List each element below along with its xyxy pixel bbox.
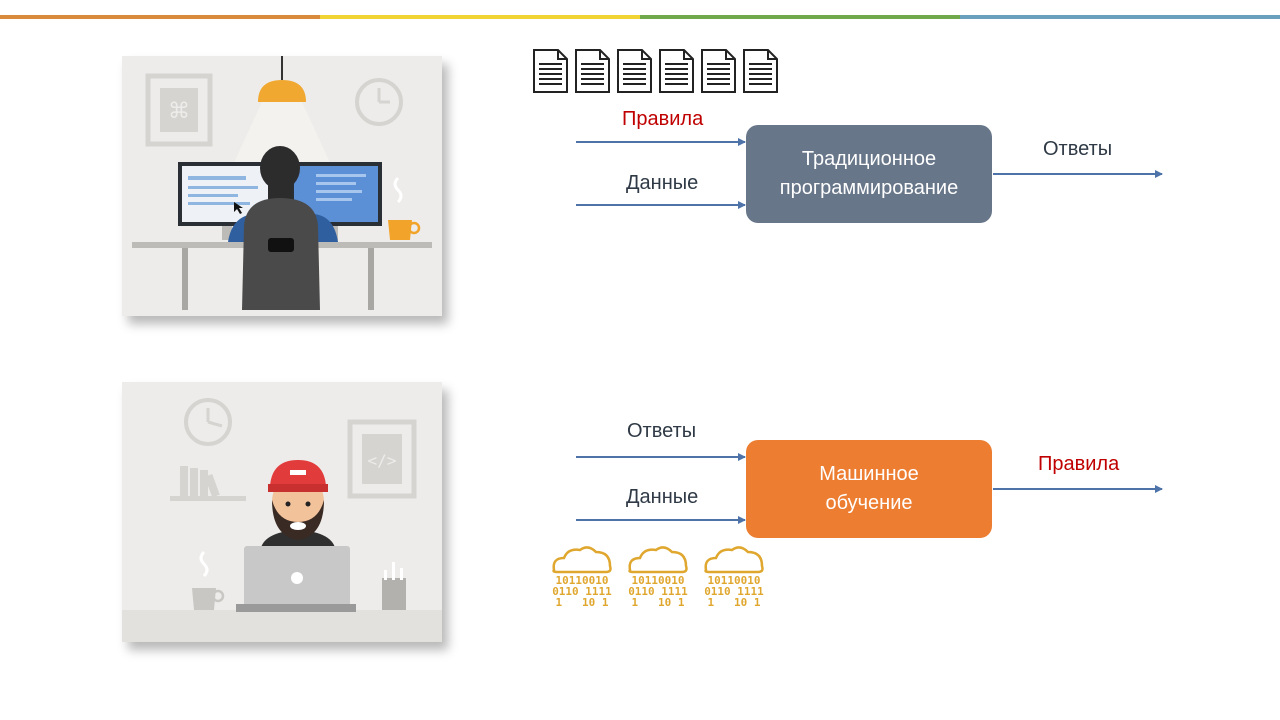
traditional-programming-box: Традиционное программирование bbox=[746, 125, 992, 223]
svg-text:1 10 1: 1 10 1 bbox=[708, 596, 761, 609]
label-data-input: Данные bbox=[626, 172, 699, 194]
document-icon bbox=[532, 48, 569, 94]
document-icon bbox=[700, 48, 737, 94]
ml-box-line2: обучение bbox=[825, 492, 913, 514]
document-icon bbox=[616, 48, 653, 94]
top-bar-segment bbox=[960, 15, 1280, 19]
developer-with-laptop-illustration: </> bbox=[122, 382, 442, 642]
document-icon bbox=[742, 48, 779, 94]
document-icon bbox=[658, 48, 695, 94]
document-icon bbox=[574, 48, 611, 94]
svg-text:1 10 1: 1 10 1 bbox=[632, 596, 685, 609]
svg-text:</>: </> bbox=[368, 451, 397, 470]
svg-text:⌘: ⌘ bbox=[168, 99, 190, 124]
label-answers-output: Ответы bbox=[1043, 138, 1113, 160]
top-bar-segment bbox=[320, 15, 640, 19]
label-ml-data-input: Данные bbox=[626, 486, 699, 508]
label-answers-input: Ответы bbox=[627, 420, 697, 442]
label-rules-output: Правила bbox=[1038, 453, 1120, 475]
developer-at-desktop-illustration: ⌘ bbox=[122, 56, 442, 316]
svg-text:10110010: 10110010 bbox=[632, 574, 685, 587]
top-color-bar bbox=[0, 15, 1280, 19]
svg-text:0110 1111: 0110 1111 bbox=[628, 585, 688, 598]
traditional-box-line1: Традиционное bbox=[801, 148, 937, 170]
svg-text:10110010: 10110010 bbox=[708, 574, 761, 587]
svg-text:0110 1111: 0110 1111 bbox=[552, 585, 612, 598]
top-bar-segment bbox=[640, 15, 960, 19]
label-rules-input: Правила bbox=[622, 108, 704, 130]
top-bar-segment bbox=[0, 15, 320, 19]
svg-text:0110 1111: 0110 1111 bbox=[704, 585, 764, 598]
svg-text:1 10 1: 1 10 1 bbox=[556, 596, 609, 609]
ml-box-line1: Машинное bbox=[819, 463, 919, 485]
documents-row bbox=[532, 48, 779, 94]
traditional-box-line2: программирование bbox=[779, 177, 959, 199]
machine-learning-box: Машинное обучение bbox=[746, 440, 992, 538]
svg-text:10110010: 10110010 bbox=[556, 574, 609, 587]
